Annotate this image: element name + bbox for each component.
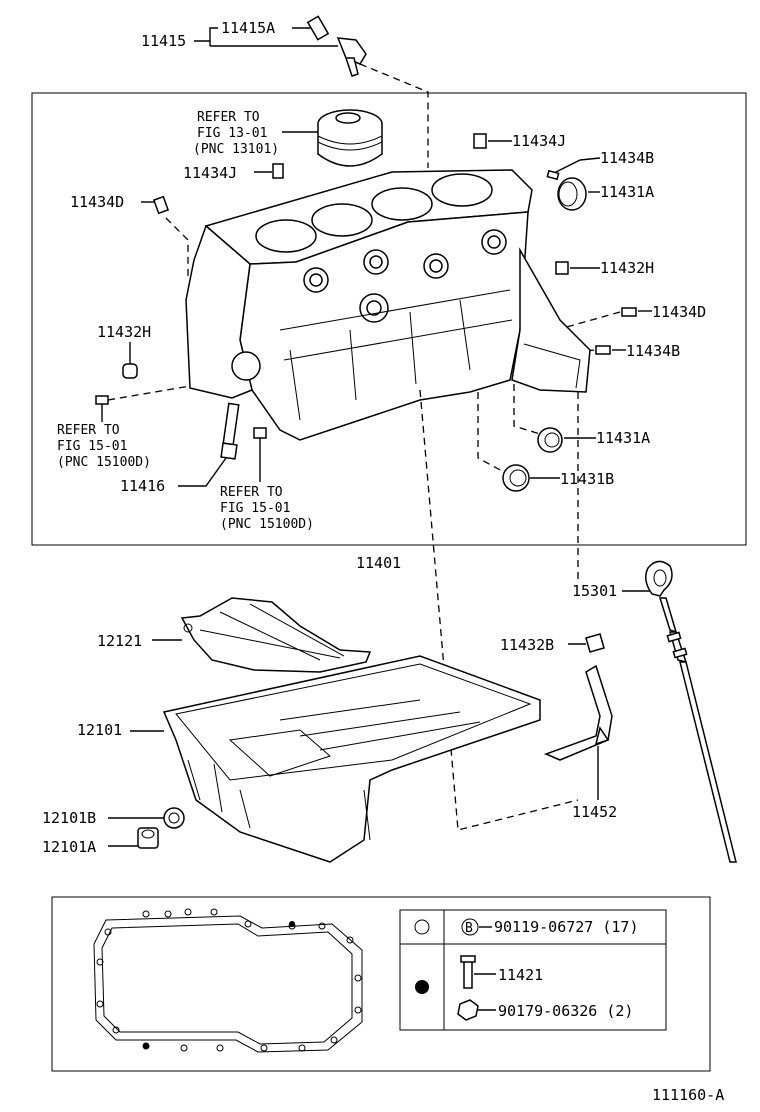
- oil-pressure-switch-group: 11415 11415A: [141, 15, 429, 168]
- refer3-line-3: (PNC 15100D): [220, 517, 314, 532]
- legend-11421: 11421: [498, 966, 543, 984]
- pin-11434b-top: [546, 169, 560, 181]
- letter-b-circle-icon: B: [461, 918, 479, 936]
- label-11432b: 11432B: [500, 636, 554, 654]
- label-11415a: 11415A: [221, 19, 275, 37]
- label-11416: 11416: [120, 477, 165, 495]
- pin-11434d-right: [621, 307, 637, 317]
- refer-line-2: FIG 13-01: [197, 126, 267, 141]
- dowel-pin-11434j-left: [272, 163, 284, 179]
- plug-11432b: [585, 633, 605, 653]
- oil-pan-part: [162, 655, 541, 863]
- plug-11431b: [502, 464, 530, 492]
- cylinder-block-part: [185, 169, 591, 441]
- oil-strainer-tube-part: [543, 664, 613, 761]
- pin-11434b-right: [595, 345, 611, 355]
- nut-icon: [457, 999, 479, 1021]
- pin-refer-center: [253, 427, 267, 439]
- refer-line-3: (PNC 13101): [193, 142, 279, 157]
- legend-frame: [51, 896, 711, 1072]
- label-11452: 11452: [572, 803, 617, 821]
- dipstick-part: [645, 560, 737, 863]
- plug-11431a-lower: [537, 427, 563, 453]
- label-11434b-top: 11434B: [600, 149, 654, 167]
- plug-11432h-left: [122, 363, 138, 379]
- open-circle-icon: [414, 919, 430, 935]
- label-11434j-left: 11434J: [183, 164, 237, 182]
- bolt-icon: [460, 955, 476, 989]
- cylinder-block-frame: [31, 92, 747, 546]
- oil-pan-gasket-outline: [93, 908, 363, 1053]
- label-11431a-top: 11431A: [600, 183, 654, 201]
- pin-11434d-left: [152, 195, 170, 215]
- refer2-line-1: REFER TO: [57, 423, 120, 438]
- plug-11431a-top: [557, 177, 587, 211]
- stud-11416-part: [220, 402, 240, 460]
- refer3-line-2: FIG 15-01: [220, 501, 290, 516]
- oil-pressure-switch-part: [306, 15, 367, 77]
- label-11434d-left: 11434D: [70, 193, 124, 211]
- label-15301: 15301: [572, 582, 617, 600]
- label-11415: 11415: [141, 32, 186, 50]
- legend-90179-code: 90179-06326 (2): [498, 1002, 633, 1020]
- label-11434j-right: 11434J: [512, 132, 566, 150]
- legend-b-letter: B: [465, 921, 473, 936]
- label-11432h-right: 11432H: [600, 259, 654, 277]
- refer2-line-2: FIG 15-01: [57, 439, 127, 454]
- label-11431a-lower: 11431A: [596, 429, 650, 447]
- piston-part: [317, 109, 383, 167]
- label-11431b: 11431B: [560, 470, 614, 488]
- label-12121: 12121: [97, 632, 142, 650]
- drain-gasket-12101b: [163, 807, 185, 829]
- fastener-legend-table: B 90119-06727 (17) 11421 90179-06326 (2): [399, 909, 667, 1031]
- label-12101a: 12101A: [42, 838, 96, 856]
- refer3-line-1: REFER TO: [220, 485, 283, 500]
- dowel-pin-11434j-right: [473, 133, 487, 149]
- drain-plug-12101a: [137, 827, 159, 849]
- label-11434d-right: 11434D: [652, 303, 706, 321]
- label-11434b-right: 11434B: [626, 342, 680, 360]
- label-11401: 11401: [356, 554, 401, 572]
- refer-fig-15-01-left: REFER TO FIG 15-01 (PNC 15100D): [57, 423, 151, 470]
- refer-fig-15-01-center: REFER TO FIG 15-01 (PNC 15100D): [220, 485, 314, 532]
- refer2-line-3: (PNC 15100D): [57, 455, 151, 470]
- label-11432h-left: 11432H: [97, 323, 151, 341]
- figure-id: 111160-A: [652, 1086, 724, 1104]
- refer-line-1: REFER TO: [197, 110, 260, 125]
- legend-90119-code: 90119-06727 (17): [494, 918, 639, 936]
- pin-refer-left: [95, 395, 109, 405]
- oil-baffle-part: [180, 597, 372, 673]
- filled-circle-icon: [415, 980, 429, 994]
- plug-11432h-right: [555, 261, 569, 275]
- refer-fig-13-01: REFER TO FIG 13-01 (PNC 13101): [193, 110, 318, 157]
- label-12101b: 12101B: [42, 809, 96, 827]
- label-12101: 12101: [77, 721, 122, 739]
